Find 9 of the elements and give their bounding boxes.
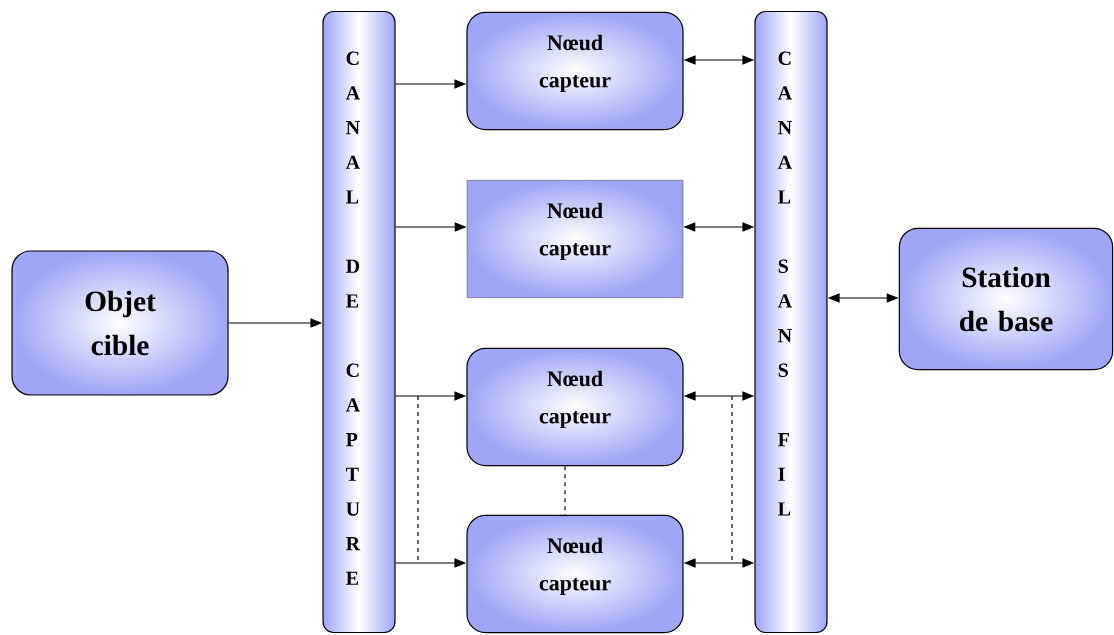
dashed-line <box>564 465 566 516</box>
process-box: Station de base <box>898 227 1114 371</box>
sensor-box: Nœud capteur <box>466 11 684 131</box>
channel-bar: CANAL SANS FIL <box>754 10 828 634</box>
sensor-box: Nœud capteur <box>466 514 684 634</box>
sensor-box: Nœud capteur <box>466 180 684 298</box>
sensor-box: Nœud capteur <box>466 347 684 467</box>
channel-bar: CANAL DE CAPTURE <box>322 10 396 634</box>
process-box: Objet cible <box>11 250 229 396</box>
